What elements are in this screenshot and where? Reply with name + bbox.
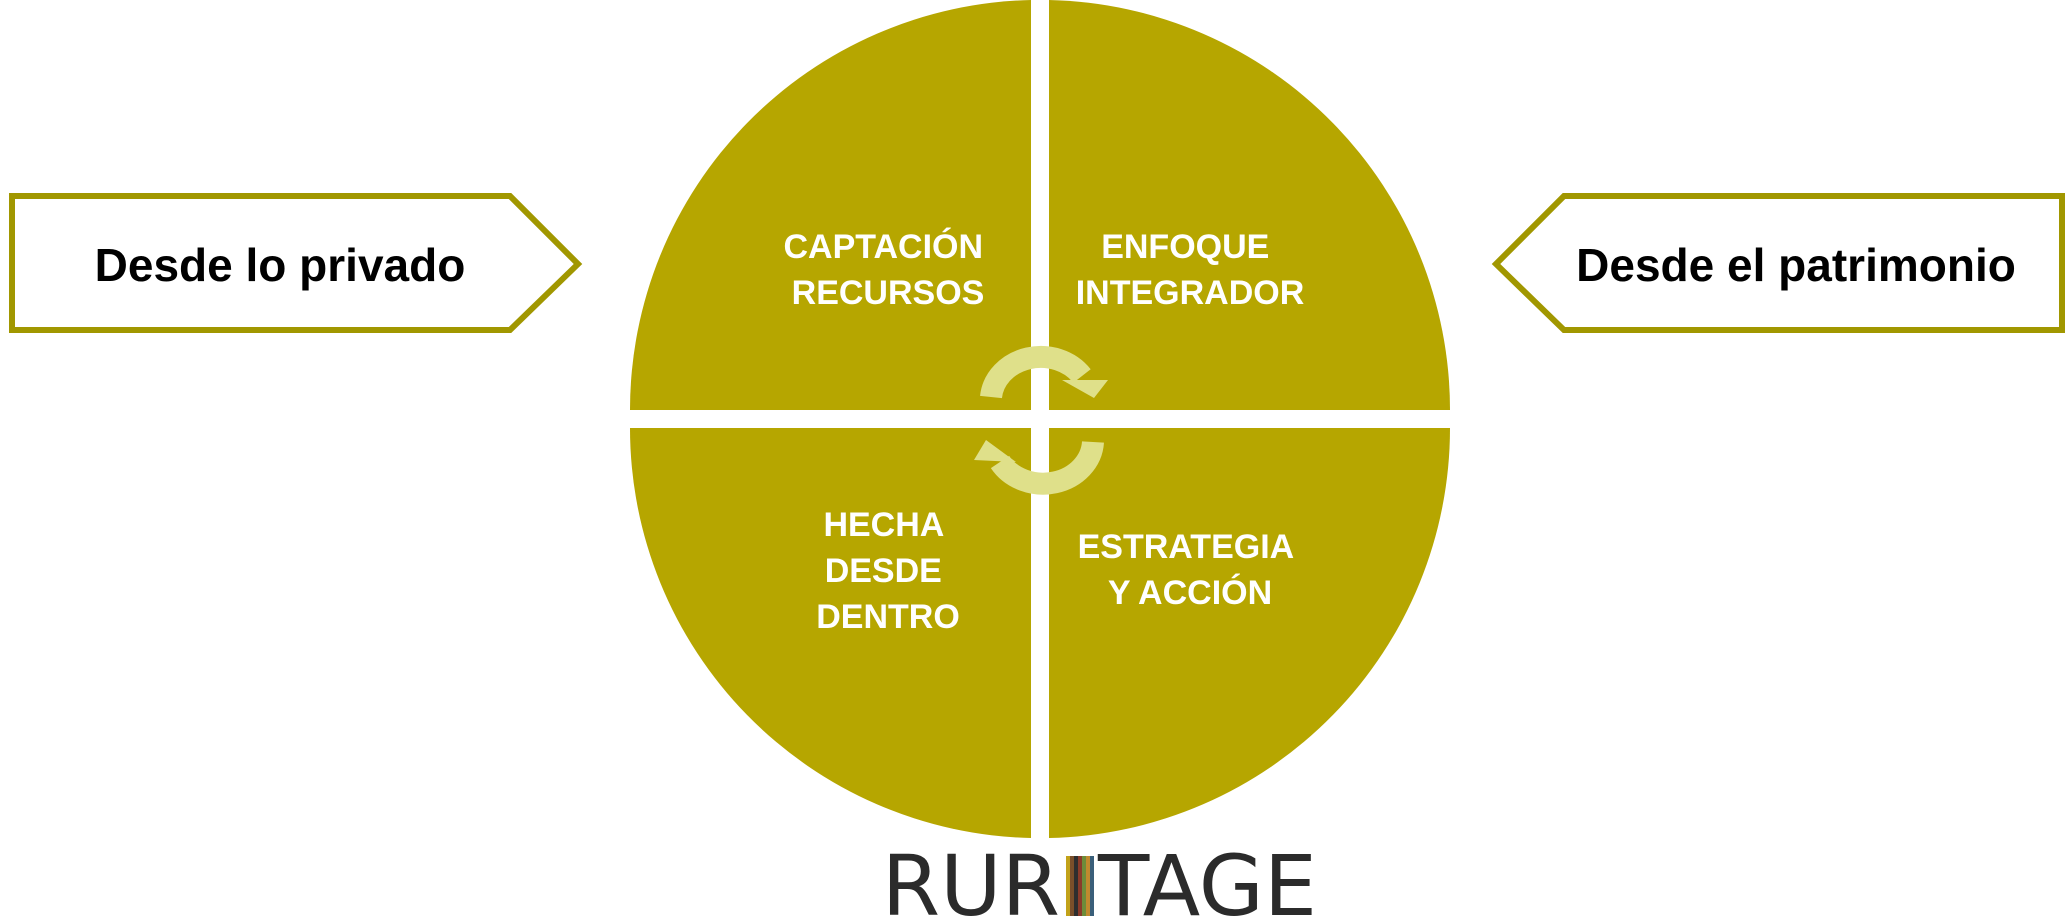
quadrant-bottom-right-shape [1049,428,1451,838]
left-arrow-shape [9,193,583,333]
quadrant-top-right-shape [1049,0,1451,410]
cycle-arrow-top-arc [980,345,1091,399]
cycle-arrow-bottom-arc [990,440,1104,495]
logo-stripe [1090,856,1094,916]
logo-stripe [1070,856,1074,916]
quadrant-bottom-left-label: HECHA DESDE DENTRO [816,506,960,636]
logo-stripe [1074,856,1078,916]
left-arrow-label: Desde lo privado [95,239,466,291]
left-arrow-callout: Desde lo privado [9,193,583,333]
quadrant-bottom-left-shape [630,428,1031,838]
logo-stripe [1086,856,1090,916]
cycle-arrow-top-head [1062,380,1108,398]
right-arrow-label: Desde el patrimonio [1576,239,2016,291]
circle-quadrants [630,0,1451,838]
logo-stripe [1082,856,1086,916]
quadrant-top-left-shape [630,0,1031,410]
quadrant-top-left-label: CAPTACIÓN RECURSOS [783,228,992,312]
right-arrow-shape [1491,193,2065,333]
logo-stripe [1066,856,1070,916]
circular-refresh-arrows-icon [974,345,1108,495]
logo-text-rur: RUR [882,837,1060,922]
logo-stripe [1078,856,1082,916]
quadrant-bottom-right-label: ESTRATEGIA Y ACCIÓN [1078,528,1303,612]
striped-letter-i-icon [1066,856,1094,916]
ruritage-logo: RUR TAGE [882,837,1317,922]
cycle-arrow-bottom-head [974,440,1016,462]
quadrant-top-right-label: ENFOQUE INTEGRADOR [1076,228,1305,312]
logo-text-tage: TAGE [1097,837,1317,922]
right-arrow-callout: Desde el patrimonio [1491,193,2065,333]
